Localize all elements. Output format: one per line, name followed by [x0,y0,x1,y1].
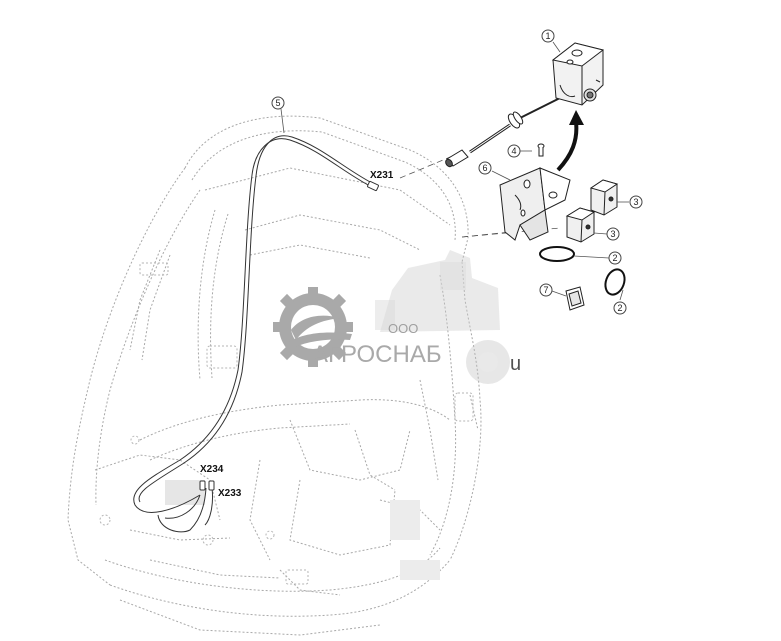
callout-1-label: 1 [545,31,550,41]
part-2-oring-right [604,268,626,296]
callout-2-right: 2 [613,301,627,315]
watermark-logo: ООО АГРОСНАБ u [273,250,521,384]
connector-label-x233: X233 [218,488,242,499]
sensor-cable [445,97,561,168]
callout-6-label: 6 [482,163,487,173]
callout-3-upper-label: 3 [633,197,638,207]
callout-2-left-label: 2 [612,253,617,263]
install-arrow [556,110,584,172]
cab-details [99,262,474,585]
connectors-x233-x234 [199,480,215,491]
harvester-icon [375,250,510,384]
watermark-name: АГРОСНАБ [312,341,442,368]
watermark-suffix: u [510,353,521,375]
part-2-oring-left [539,246,575,262]
connector-label-x231: X231 [370,170,394,181]
part-3-cube-upper [589,179,619,216]
wiring-harness [133,135,373,533]
part-7-pad [565,286,585,311]
callout-5: 5 [271,96,285,110]
part-1-sensor-block [551,42,605,106]
callout-3-lower: 3 [606,227,620,241]
part-6-bracket [499,167,571,241]
watermark-prefix: ООО [388,321,418,336]
callout-4-label: 4 [511,146,516,156]
callout-5-label: 5 [275,98,280,108]
callout-4: 4 [507,144,521,158]
part-3-cube-lower [565,207,596,243]
callout-2-right-label: 2 [617,303,622,313]
tractor-cab-outline [67,115,482,636]
callout-2-left: 2 [608,251,622,265]
callout-6: 6 [478,161,492,175]
connector-label-x234: X234 [200,464,224,475]
callout-3-upper: 3 [629,195,643,209]
connector-x231 [367,180,379,192]
callout-leaders [280,41,629,301]
gear-icon [273,287,353,367]
part-4-screw [537,143,545,157]
callout-1: 1 [541,29,555,43]
callout-7: 7 [539,283,553,297]
callout-7-label: 7 [543,285,548,295]
callout-3-lower-label: 3 [610,229,615,239]
